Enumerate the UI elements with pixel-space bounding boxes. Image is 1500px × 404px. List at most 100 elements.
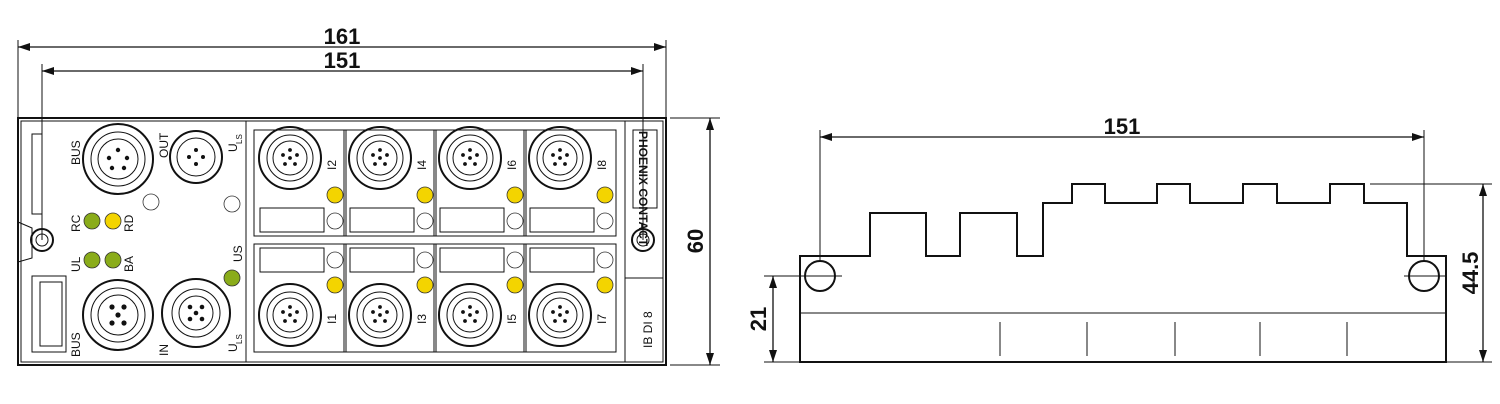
input-connector-bottom <box>258 283 322 347</box>
input-connector-top-pin <box>565 153 569 157</box>
input-connector-top-pin <box>558 148 562 152</box>
label-field-bottom <box>349 247 415 273</box>
input-connector-bottom-pin <box>385 310 389 314</box>
label-field-bottom <box>529 247 595 273</box>
input-connector-bottom-pin <box>288 305 292 309</box>
io-block-bottom <box>433 243 527 353</box>
input-connector-bottom-pin <box>468 313 472 317</box>
input-connector-bottom <box>528 283 592 347</box>
input-connector-bottom-pin <box>283 319 287 323</box>
input-connector-top-pin <box>293 162 297 166</box>
input-connector-bottom-ring <box>272 297 308 333</box>
led-ba <box>104 251 122 269</box>
input-connector-top-pin <box>551 153 555 157</box>
led-input-top <box>326 186 344 204</box>
io-block-top <box>253 129 347 237</box>
input-connector-bottom-ring <box>266 291 314 339</box>
input-connector-bottom-ring <box>362 297 398 333</box>
indicator-blank <box>506 251 524 269</box>
side-dim-mount-height-label: 21 <box>746 307 771 331</box>
led-input-top <box>416 186 434 204</box>
label-ul: UL <box>69 256 83 272</box>
indicator-blank <box>326 212 344 230</box>
input-connector-bottom-pin <box>288 313 292 317</box>
mounting-hole-right <box>631 228 655 252</box>
out-connector <box>169 130 223 184</box>
input-label-top: I2 <box>325 160 339 170</box>
label-field-top <box>349 207 415 233</box>
input-connector-top-pin <box>475 153 479 157</box>
led-ul <box>83 251 101 269</box>
svg-text:U: U <box>226 143 240 152</box>
dimension-height: 60 <box>670 117 720 366</box>
label-us: US <box>231 245 245 262</box>
side-dimension-hole-spacing: 151 <box>819 114 1425 262</box>
input-connector-top-ring <box>452 140 488 176</box>
input-connector-bottom-pin <box>293 319 297 323</box>
front-view: 161 151 60 <box>17 24 720 366</box>
input-connector-top-ring <box>542 140 578 176</box>
indicator-blank <box>506 212 524 230</box>
input-connector-top <box>528 126 592 190</box>
input-label-top: I6 <box>505 160 519 170</box>
side-dimension-height: 44.5 <box>1370 183 1492 363</box>
label-field-bottom <box>439 247 505 273</box>
input-connector-top-pin <box>378 148 382 152</box>
input-connector-top-ring <box>362 140 398 176</box>
input-connector-top-ring <box>356 134 404 182</box>
input-connector-bottom <box>348 283 412 347</box>
label-out: OUT <box>157 132 171 158</box>
led-input-bottom <box>326 276 344 294</box>
input-connector-bottom-pin <box>383 319 387 323</box>
input-connector-top <box>438 126 502 190</box>
label-ba: BA <box>122 256 136 272</box>
input-connector-top-pin <box>383 162 387 166</box>
input-connector-bottom-pin <box>378 313 382 317</box>
input-connector-bottom-pin <box>463 319 467 323</box>
input-connector-top-pin <box>283 162 287 166</box>
led-input-bottom <box>416 276 434 294</box>
indicator-blank <box>326 251 344 269</box>
input-connector-top-ring <box>272 140 308 176</box>
label-field-bottom <box>259 247 325 273</box>
side-view: 151 44.5 21 <box>746 114 1492 363</box>
label-in: IN <box>157 344 171 356</box>
input-label-bottom: I3 <box>415 314 429 324</box>
side-mounting-hole-left <box>800 260 842 292</box>
input-connector-top-pin <box>558 156 562 160</box>
io-block-bottom <box>523 243 617 353</box>
label-model: IB DI 8 <box>641 311 655 348</box>
module-housing <box>17 117 667 366</box>
side-dim-hole-spacing-label: 151 <box>1104 114 1141 139</box>
label-field-top <box>529 207 595 233</box>
input-connector-top-pin <box>385 153 389 157</box>
input-connector-bottom-pin <box>475 310 479 314</box>
input-connector-bottom-pin <box>295 310 299 314</box>
side-dim-height-label: 44.5 <box>1458 252 1483 295</box>
input-connector-bottom-pin <box>371 310 375 314</box>
dimension-hole-spacing: 151 <box>41 48 644 240</box>
io-block-bottom <box>343 243 437 353</box>
label-bus-bottom: BUS <box>69 332 83 357</box>
input-connector-bottom-pin <box>563 319 567 323</box>
input-connector-top-pin <box>371 153 375 157</box>
svg-text:LS: LS <box>235 134 244 144</box>
dim-overall-width-label: 161 <box>324 24 361 49</box>
input-connector-top-pin <box>288 148 292 152</box>
label-strip-right: PHOENIX CONTACT IB DI 8 <box>632 129 658 348</box>
brand-logo: PHOENIX CONTACT <box>636 131 650 247</box>
dimension-overall-width: 161 <box>17 24 667 120</box>
mounting-hole-left <box>30 228 54 252</box>
indicator-blank <box>416 212 434 230</box>
dim-height-label: 60 <box>683 229 708 253</box>
input-connector-bottom-pin <box>281 310 285 314</box>
input-label-top: I8 <box>595 160 609 170</box>
input-connector-bottom-pin <box>558 313 562 317</box>
input-connector-bottom-pin <box>468 305 472 309</box>
label-rc: RC <box>69 214 83 232</box>
input-connector-top-pin <box>563 162 567 166</box>
input-connector-bottom-ring <box>356 291 404 339</box>
input-connector-bottom-pin <box>558 305 562 309</box>
